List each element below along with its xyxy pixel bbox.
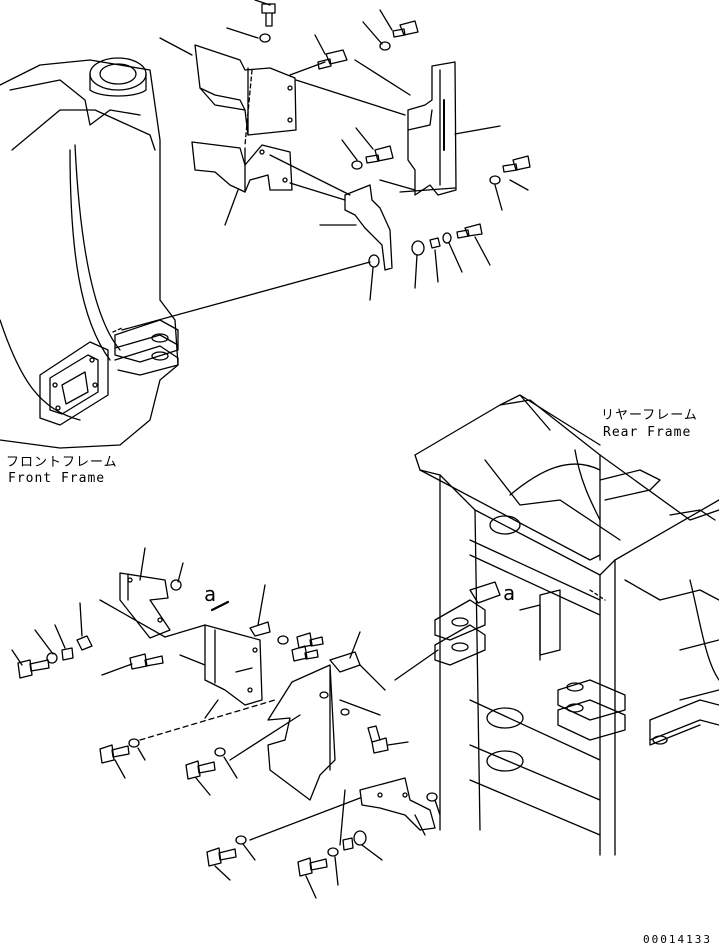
top-bracket-assembly <box>121 0 531 331</box>
front-frame <box>0 57 179 449</box>
document-number: 00014133 <box>643 933 712 946</box>
rear-frame-label-en: Rear Frame <box>603 425 692 440</box>
front-frame-label-en: Front Frame <box>8 471 106 486</box>
bottom-bracket-assembly <box>11 547 441 899</box>
rear-frame <box>414 394 719 856</box>
front-frame-label-jp: フロントフレーム <box>6 455 118 470</box>
rear-frame-label-jp: リヤーフレーム <box>601 408 698 423</box>
callout-a-right: a <box>503 581 516 605</box>
callout-a-left: a <box>204 582 217 606</box>
